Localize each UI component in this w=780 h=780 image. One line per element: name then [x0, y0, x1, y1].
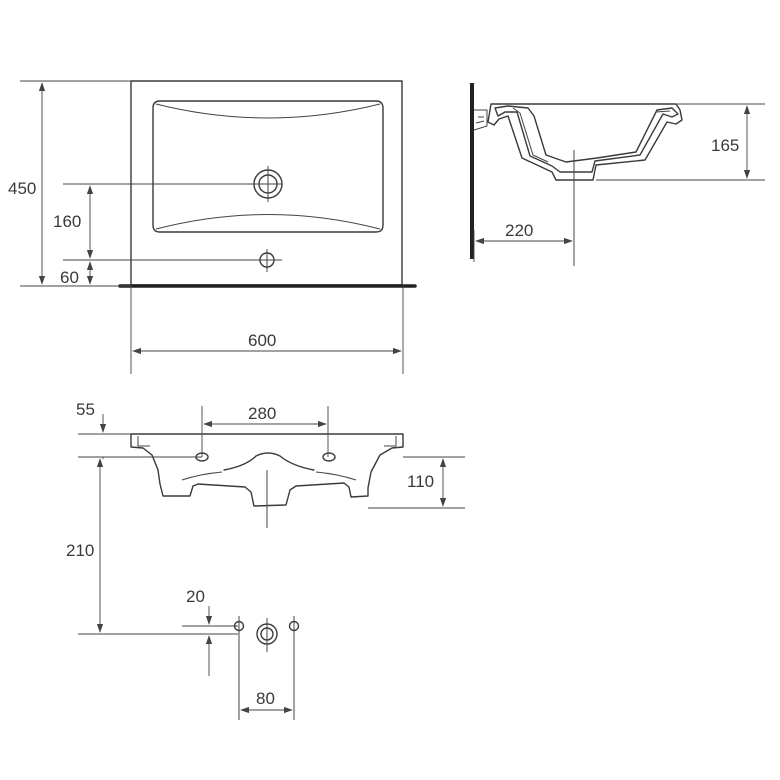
rear-edge-right — [384, 436, 397, 447]
dim-label-bracket-spacing: 280 — [248, 404, 276, 423]
dim-label-bowl-height: 110 — [407, 472, 434, 491]
rear-basin-outline — [130, 433, 404, 507]
wall-bracket — [473, 109, 488, 131]
rear-edge-left — [137, 436, 150, 447]
rear-center-contour — [223, 452, 315, 471]
dim-label-drain-offset: 160 — [53, 212, 81, 231]
rear-lower-contour-right — [315, 471, 357, 481]
side-view: 165 220 — [470, 83, 765, 266]
basin-bowl-contour-bottom — [155, 214, 381, 230]
dim-label-drain-height: 210 — [66, 541, 94, 560]
dim-label-tap-offset: 60 — [60, 268, 79, 287]
dim-label-depth: 450 — [8, 179, 36, 198]
basin-bowl-contour-top — [155, 103, 381, 119]
top-view: 450 160 60 600 — [8, 80, 417, 374]
bracket-hole-right — [322, 452, 336, 462]
dim-label-basin-height: 165 — [711, 136, 739, 155]
dim-label-width: 600 — [248, 331, 276, 350]
basin-inner-bowl — [152, 100, 384, 233]
dim-label-top-offset: 55 — [76, 400, 95, 419]
basin-section-inner — [494, 105, 679, 173]
rear-lower-contour-left — [181, 471, 223, 481]
dim-label-drain-distance: 220 — [505, 221, 533, 240]
dim-label-hole-offset: 20 — [186, 587, 205, 606]
basin-section-outer — [487, 103, 683, 181]
basin-section-wall — [512, 107, 671, 163]
rear-view: 55 280 110 210 20 80 — [66, 400, 465, 720]
dim-label-hole-spacing: 80 — [256, 689, 275, 708]
wall-section — [470, 83, 474, 259]
